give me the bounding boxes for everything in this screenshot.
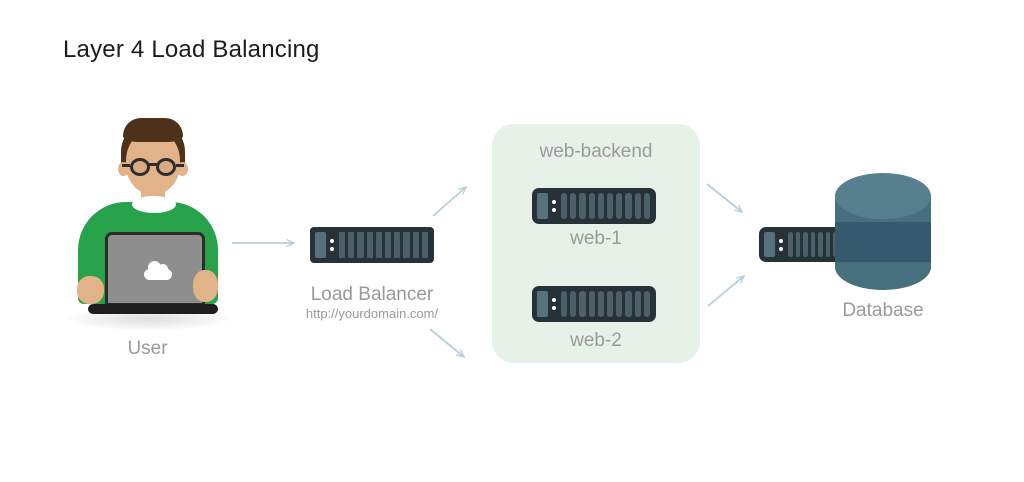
web-backend-label: web-backend	[539, 141, 653, 162]
load-balancer-url: http://yourdomain.com/	[305, 306, 439, 321]
server-leds	[775, 232, 787, 257]
user-node: User	[60, 112, 235, 372]
server-slats	[561, 291, 651, 317]
server-panel	[764, 232, 775, 257]
glasses-bridge	[149, 163, 157, 166]
arrow-web2-to-database	[707, 276, 744, 307]
rack-server-icon	[532, 188, 656, 224]
load-balancer-node: Load Balancer http://yourdomain.com/	[300, 222, 444, 332]
server-leds	[548, 193, 560, 219]
glasses-temple-right	[176, 164, 184, 167]
arrow-loadbalancer-to-web2	[429, 328, 464, 357]
server-panel	[537, 193, 548, 219]
rack-server-icon	[310, 227, 434, 263]
server-panel	[537, 291, 548, 317]
user-hand-right	[193, 270, 218, 302]
server-leds	[548, 291, 560, 317]
user-collar	[132, 196, 176, 213]
arrow-web1-to-database	[706, 183, 742, 212]
user-ear-left	[118, 162, 129, 176]
web-backend-group: web-backend web-1 web-2	[492, 124, 700, 363]
glasses-temple-left	[122, 164, 130, 167]
user-hand-left	[77, 276, 104, 304]
arrow-loadbalancer-to-web1	[432, 187, 466, 217]
server-panel	[315, 232, 326, 258]
load-balancer-label: Load Balancer	[310, 284, 434, 305]
server-slats	[339, 232, 429, 258]
server-slats	[561, 193, 651, 219]
database-node: Database	[755, 170, 940, 335]
glasses-icon	[130, 158, 150, 176]
database-cylinder-top	[835, 173, 931, 219]
laptop-base	[88, 304, 218, 314]
rack-server-icon	[532, 286, 656, 322]
database-label: Database	[842, 300, 924, 321]
cloud-icon	[144, 261, 172, 280]
web-1-label: web-1	[570, 228, 622, 249]
server-leds	[326, 232, 338, 258]
glasses-icon	[156, 158, 176, 176]
user-hair-fringe	[123, 118, 183, 142]
diagram-title: Layer 4 Load Balancing	[63, 36, 320, 63]
web-2-label: web-2	[570, 330, 622, 351]
user-ear-right	[177, 162, 188, 176]
laptop-icon	[105, 232, 205, 306]
user-label: User	[127, 338, 168, 359]
